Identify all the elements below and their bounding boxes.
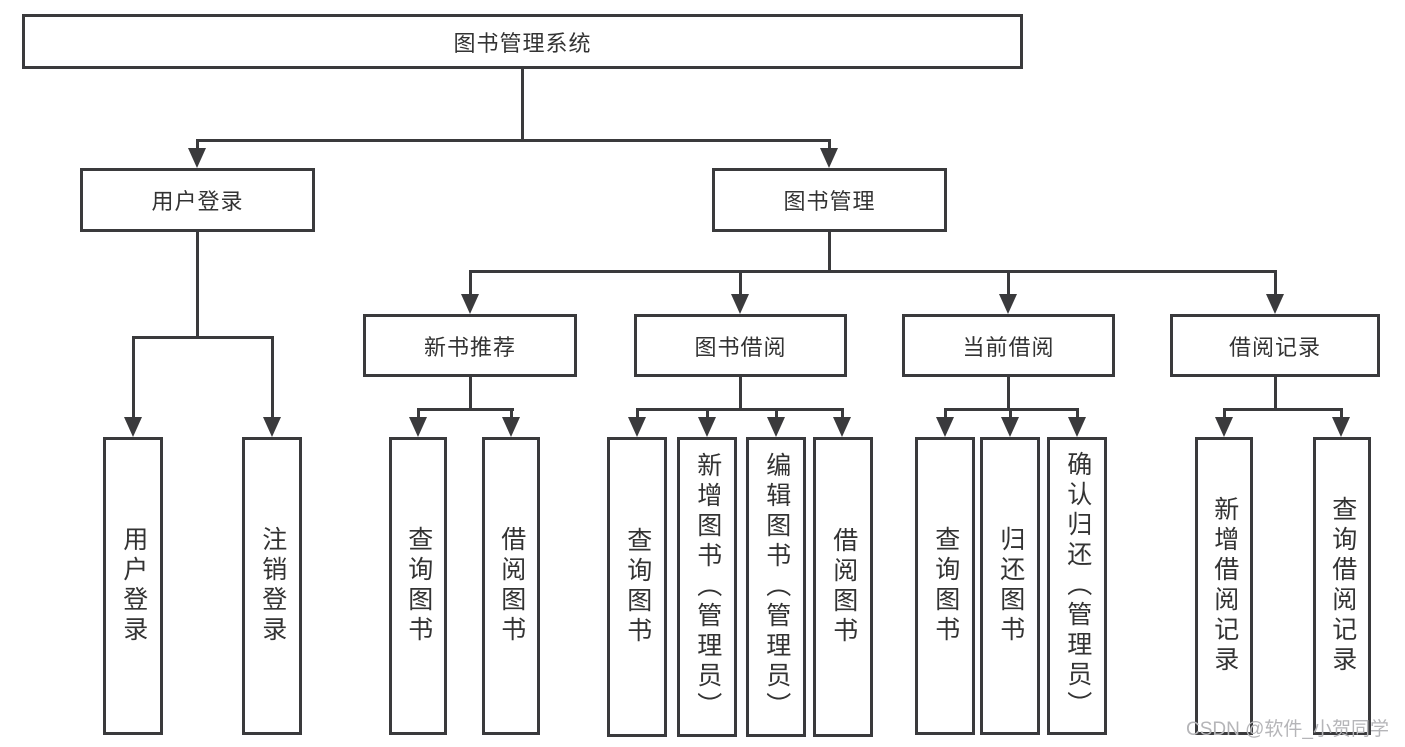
node-query-borrow-record: 查询借阅记录: [1313, 437, 1371, 735]
node-label: 借阅图书: [829, 527, 858, 647]
arrow-down-icon: [820, 148, 838, 168]
node-return-books: 归还图书: [980, 437, 1040, 735]
connector-line: [636, 408, 639, 419]
node-label: 归还图书: [996, 526, 1025, 646]
node-label: 新增图书（管理员）: [693, 452, 722, 722]
connector-line: [1274, 270, 1277, 296]
connector-line: [196, 139, 831, 142]
node-borrow-books-recommend: 借阅图书: [482, 437, 540, 735]
node-label: 图书管理系统: [453, 30, 592, 56]
connector-line: [469, 377, 472, 411]
arrow-down-icon: [698, 417, 716, 437]
node-query-books-borrowing: 查询图书: [607, 437, 667, 737]
arrow-down-icon: [1068, 417, 1086, 437]
arrow-down-icon: [461, 294, 479, 314]
csdn-watermark: CSDN @软件_小贺同学: [1186, 719, 1389, 740]
arrow-down-icon: [502, 417, 520, 437]
connector-line: [1223, 408, 1226, 419]
arrow-down-icon: [628, 417, 646, 437]
arrow-down-icon: [124, 417, 142, 437]
node-add-borrow-record: 新增借阅记录: [1195, 437, 1253, 735]
connector-line: [132, 336, 135, 419]
connector-line: [1009, 408, 1012, 419]
node-label: 用户登录: [151, 189, 244, 214]
connector-line: [739, 377, 742, 411]
node-borrow-books-leaf: 借阅图书: [813, 437, 873, 737]
connector-line: [706, 408, 709, 419]
node-label: 查询图书: [623, 527, 652, 647]
node-label: 当前借阅: [962, 334, 1055, 360]
connector-line: [469, 270, 1277, 273]
arrow-down-icon: [1332, 417, 1350, 437]
connector-line: [469, 270, 472, 296]
connector-line: [417, 408, 420, 419]
connector-line: [132, 336, 274, 339]
connector-line: [521, 69, 524, 140]
node-label: 新增借阅记录: [1210, 496, 1239, 676]
arrow-down-icon: [1001, 417, 1019, 437]
arrow-down-icon: [263, 417, 281, 437]
arrow-down-icon: [731, 294, 749, 314]
node-book-borrowing: 图书借阅: [634, 314, 847, 377]
node-user-login: 用户登录: [80, 168, 315, 232]
arrow-down-icon: [409, 417, 427, 437]
node-query-books-recommend: 查询图书: [389, 437, 447, 735]
node-label: 借阅图书: [497, 526, 526, 646]
node-edit-books-admin: 编辑图书（管理员）: [746, 437, 806, 737]
connector-line: [1007, 270, 1010, 296]
connector-line: [271, 336, 274, 419]
connector-line: [775, 408, 778, 419]
connector-line: [510, 408, 513, 419]
arrow-down-icon: [1266, 294, 1284, 314]
connector-line: [636, 408, 844, 411]
node-label: 新书推荐: [423, 334, 516, 360]
connector-line: [1340, 408, 1343, 419]
node-library-management-system: 图书管理系统: [22, 14, 1023, 69]
connector-line: [1076, 408, 1079, 419]
connector-line: [944, 408, 947, 419]
arrow-down-icon: [833, 417, 851, 437]
node-label: 用户登录: [119, 526, 148, 646]
node-confirm-return-admin: 确认归还（管理员）: [1047, 437, 1107, 735]
node-add-books-admin: 新增图书（管理员）: [677, 437, 737, 737]
node-new-book-recommendation: 新书推荐: [363, 314, 577, 377]
connector-line: [196, 139, 199, 150]
node-current-borrowing: 当前借阅: [902, 314, 1115, 377]
node-user-login-leaf: 用户登录: [103, 437, 163, 735]
connector-line: [196, 232, 199, 339]
node-label: 图书管理: [783, 189, 876, 214]
node-label: 借阅记录: [1228, 334, 1321, 360]
node-label: 查询图书: [931, 526, 960, 646]
arrow-down-icon: [188, 148, 206, 168]
node-label: 查询借阅记录: [1328, 496, 1357, 676]
node-label: 注销登录: [258, 526, 287, 646]
connector-line: [1223, 408, 1343, 411]
node-query-books-current: 查询图书: [915, 437, 975, 735]
arrow-down-icon: [1215, 417, 1233, 437]
node-logout: 注销登录: [242, 437, 302, 735]
node-label: 确认归还（管理员）: [1063, 451, 1092, 721]
connector-line: [739, 270, 742, 296]
arrow-down-icon: [767, 417, 785, 437]
connector-line: [828, 139, 831, 150]
node-book-management: 图书管理: [712, 168, 947, 232]
connector-line: [417, 408, 514, 411]
node-label: 查询图书: [404, 526, 433, 646]
connector-line: [1274, 377, 1277, 411]
connector-line: [828, 232, 831, 273]
connector-line: [841, 408, 844, 419]
node-label: 图书借阅: [694, 334, 787, 360]
connector-line: [1007, 377, 1010, 411]
arrow-down-icon: [936, 417, 954, 437]
node-label: 编辑图书（管理员）: [762, 452, 791, 722]
arrow-down-icon: [999, 294, 1017, 314]
node-borrowing-records: 借阅记录: [1170, 314, 1380, 377]
